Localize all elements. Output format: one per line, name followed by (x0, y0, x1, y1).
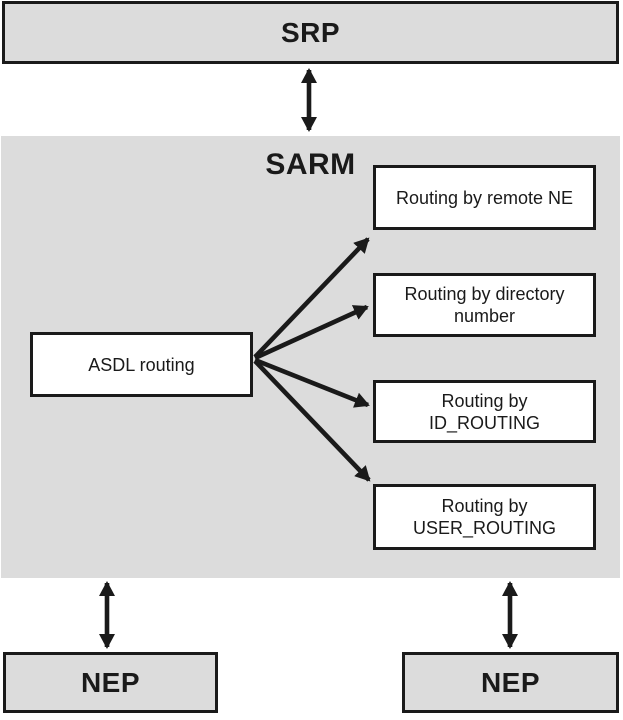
node-routing-by-id-routing: Routing by ID_ROUTING (373, 380, 596, 443)
routing-by-id-routing-label: Routing by ID_ROUTING (428, 390, 540, 433)
node-routing-by-directory-number: Routing by directory number (373, 273, 596, 337)
node-routing-by-user-routing: Routing by USER_ROUTING (373, 484, 596, 550)
node-nep-left: NEP (3, 652, 218, 713)
routing-by-remote-ne-label: Routing by remote NE (395, 187, 574, 208)
node-asdl-routing: ASDL routing (30, 332, 253, 397)
nep-left-label: NEP (80, 666, 141, 698)
srp-label: SRP (280, 16, 341, 48)
routing-by-directory-number-label: Routing by directory number (404, 284, 565, 326)
nep-right-label: NEP (480, 666, 541, 698)
asdl-routing-label: ASDL routing (88, 354, 195, 375)
node-routing-by-remote-ne: Routing by remote NE (373, 165, 596, 230)
sarm-label: SARM (265, 148, 356, 181)
node-nep-right: NEP (402, 652, 619, 713)
node-srp: SRP (2, 1, 619, 64)
routing-by-user-routing-label: Routing by USER_ROUTING (412, 496, 556, 538)
